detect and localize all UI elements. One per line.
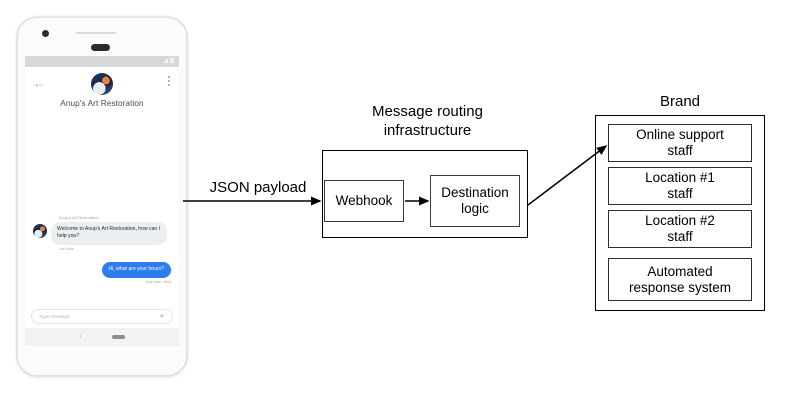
message-outgoing: Hi, what are your hours? Just Now • Sent xyxy=(33,262,171,284)
brand-title: Brand xyxy=(659,93,701,110)
message-incoming: Anup's Art Restoration Welcome to Anup's… xyxy=(33,215,171,251)
chat-app-header: ← Anup's Art Restoration xyxy=(25,67,179,129)
routing-infrastructure-title: Message routing infrastructure xyxy=(372,103,483,139)
phone-screen: ← Anup's Art Restoration Anup's Art Rest… xyxy=(25,56,179,346)
speaker-line xyxy=(76,32,116,34)
status-bar-icons xyxy=(163,58,174,63)
front-camera-icon xyxy=(42,30,49,37)
overflow-menu-icon[interactable] xyxy=(168,76,170,86)
recipient-automated-response-system[interactable]: Automated response system xyxy=(608,258,752,301)
message-composer[interactable]: Type message ➤ xyxy=(31,309,173,324)
message-bubble: Hi, what are your hours? xyxy=(101,262,171,278)
recipient-location-1-staff[interactable]: Location #1 staff xyxy=(608,167,752,205)
battery-icon xyxy=(170,58,174,63)
nav-back-icon[interactable]: ‹ xyxy=(79,334,82,340)
page-title: Anup's Art Restoration xyxy=(60,99,144,108)
chat-thread: Anup's Art Restoration Welcome to Anup's… xyxy=(25,129,179,307)
phone-mockup: ← Anup's Art Restoration Anup's Art Rest… xyxy=(17,17,187,376)
avatar xyxy=(91,73,113,95)
signal-icon xyxy=(163,58,168,63)
destination-logic-box[interactable]: Destination logic xyxy=(430,175,520,227)
json-payload-label: JSON payload xyxy=(209,179,307,196)
android-nav-bar: ‹ xyxy=(25,328,179,346)
avatar xyxy=(33,223,47,238)
message-bubble: Welcome to Anup's Art Restoration, how c… xyxy=(51,221,167,246)
message-timestamp: Just Now xyxy=(59,247,74,252)
back-arrow-icon[interactable]: ← xyxy=(33,76,45,90)
recipient-online-support-staff[interactable]: Online support staff xyxy=(608,124,752,162)
earpiece-speaker-icon xyxy=(91,44,110,51)
message-sender: Anup's Art Restoration xyxy=(59,215,99,220)
send-icon[interactable]: ➤ xyxy=(159,313,165,320)
nav-home-icon[interactable] xyxy=(111,335,125,339)
status-bar xyxy=(25,56,179,67)
message-status: Just Now • Sent xyxy=(145,279,171,284)
recipient-location-2-staff[interactable]: Location #2 staff xyxy=(608,210,752,248)
webhook-box[interactable]: Webhook xyxy=(324,180,404,222)
message-input[interactable]: Type message xyxy=(39,314,70,319)
